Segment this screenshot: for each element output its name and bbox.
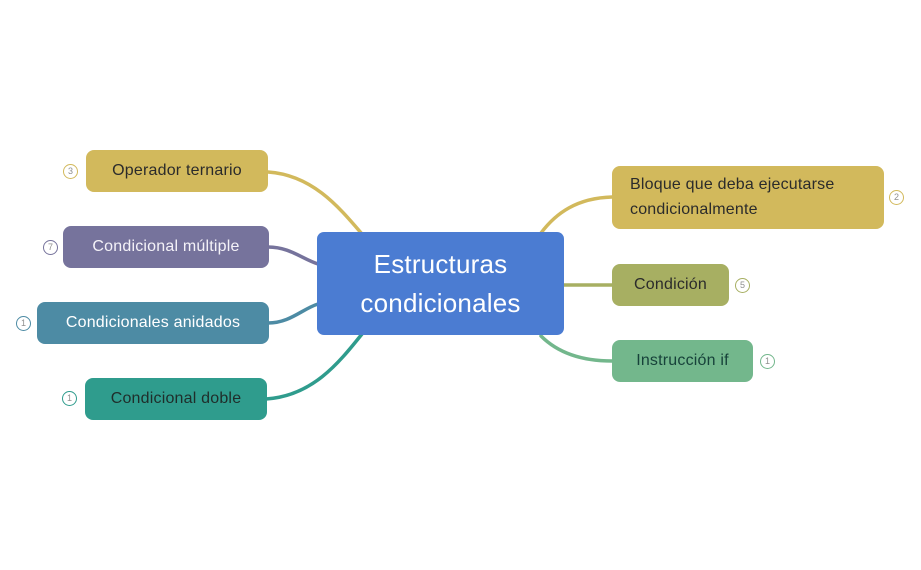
connector-bloque bbox=[539, 195, 614, 235]
connector-condicional-doble bbox=[264, 332, 364, 401]
badge-condicional-doble[interactable]: 1 bbox=[62, 391, 77, 406]
badge-count: 1 bbox=[764, 356, 770, 366]
node-label: Instrucción if bbox=[636, 352, 729, 369]
badge-bloque[interactable]: 2 bbox=[889, 190, 904, 205]
node-condicion[interactable]: Condición bbox=[612, 264, 729, 306]
badge-count: 1 bbox=[66, 393, 72, 403]
connector-instruccion-if bbox=[539, 334, 614, 363]
badge-count: 7 bbox=[47, 242, 53, 252]
badge-condicionales-anidados[interactable]: 1 bbox=[16, 316, 31, 331]
badge-operador-ternario[interactable]: 3 bbox=[63, 164, 78, 179]
node-label: Condicionales anidados bbox=[65, 314, 241, 331]
node-operador-ternario[interactable]: Operador ternario bbox=[86, 150, 268, 192]
badge-count: 3 bbox=[67, 166, 73, 176]
badge-count: 1 bbox=[20, 318, 26, 328]
node-condicional-doble[interactable]: Condicional doble bbox=[85, 378, 267, 420]
node-condicional-multiple[interactable]: Condicional múltiple bbox=[63, 226, 269, 268]
root-node[interactable]: Estructuras condicionales bbox=[317, 232, 564, 335]
badge-count: 5 bbox=[739, 280, 745, 290]
root-node-label: Estructuras condicionales bbox=[360, 248, 521, 318]
node-condicionales-anidados[interactable]: Condicionales anidados bbox=[37, 302, 269, 344]
node-label: Operador ternario bbox=[112, 162, 242, 179]
badge-condicion[interactable]: 5 bbox=[735, 278, 750, 293]
connector-operador-ternario bbox=[266, 170, 364, 236]
badge-condicional-multiple[interactable]: 7 bbox=[43, 240, 58, 255]
badge-count: 2 bbox=[893, 192, 899, 202]
connector-condicional-multiple bbox=[266, 245, 320, 266]
badge-instruccion-if[interactable]: 1 bbox=[760, 354, 775, 369]
node-label: Bloque que deba ejecutarse condicionalme… bbox=[630, 175, 835, 218]
node-label: Condición bbox=[634, 276, 707, 293]
node-bloque[interactable]: Bloque que deba ejecutarse condicionalme… bbox=[612, 166, 884, 229]
connector-condicionales-anidados bbox=[266, 302, 320, 325]
node-instruccion-if[interactable]: Instrucción if bbox=[612, 340, 753, 382]
node-label: Condicional múltiple bbox=[92, 238, 240, 255]
node-label: Condicional doble bbox=[110, 390, 242, 407]
